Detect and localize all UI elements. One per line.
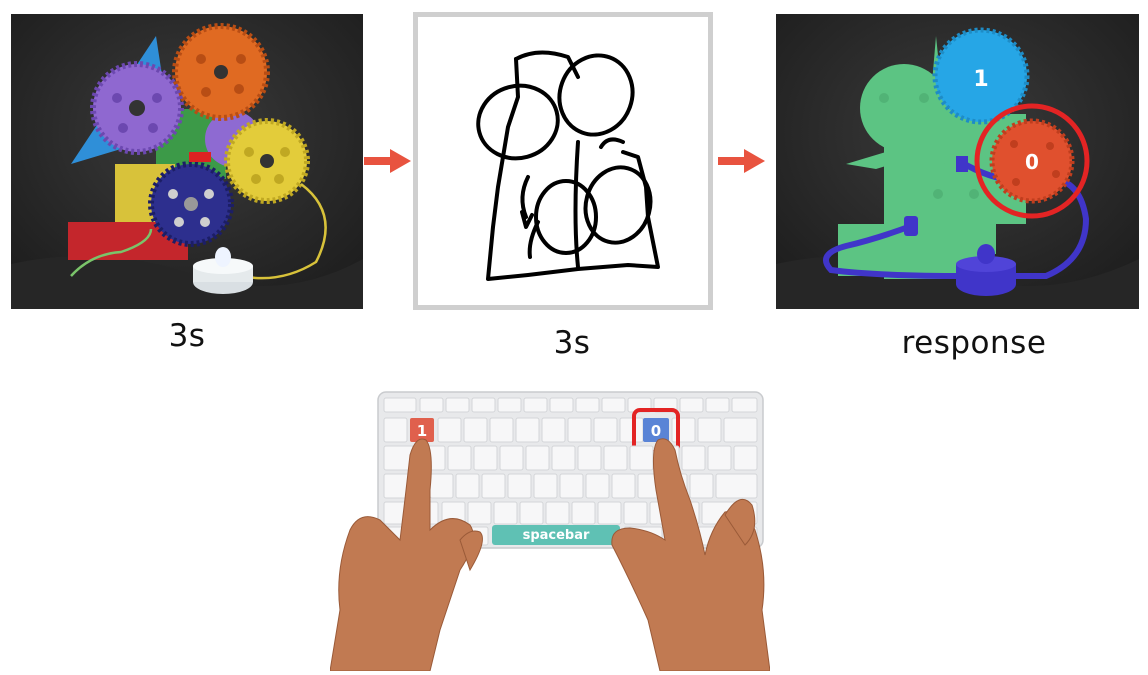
key-zero-label: 0 — [651, 422, 661, 440]
photo-caption: 3s — [168, 318, 206, 354]
arrow-right-icon — [718, 149, 765, 173]
highlight-circle — [974, 103, 1090, 219]
keyboard-illustration: 1 0 — [329, 380, 771, 672]
sketch-circle-top — [557, 53, 635, 137]
stimulus-photo — [11, 14, 363, 309]
sketch-circle-bottom-left — [534, 179, 598, 255]
sketch-outline — [486, 57, 660, 281]
sketch-top-block — [514, 50, 580, 79]
blue-gear-mask: 1 — [932, 27, 1030, 125]
yellow-wire — [240, 183, 327, 280]
purple-gear — [90, 61, 184, 155]
sketch-circle-bottom-right — [583, 165, 653, 245]
orange-gear — [172, 23, 270, 121]
spacebar-label: spacebar — [523, 528, 590, 543]
spacebar-key[interactable]: spacebar — [492, 525, 620, 545]
left-hand — [329, 438, 483, 672]
sketch-panel — [413, 12, 713, 310]
orange-gear-mask: 0 — [989, 118, 1075, 204]
key-one-label: 1 — [417, 422, 427, 440]
green-wire — [70, 228, 153, 277]
sketch-circle-left — [476, 83, 560, 161]
right-hand — [611, 438, 771, 672]
blue-gear-label: 1 — [973, 67, 988, 92]
yellow-gear — [224, 118, 310, 204]
response-caption: response — [901, 325, 1047, 361]
orange-gear-label: 0 — [1025, 150, 1039, 174]
arrow-right-icon — [364, 149, 411, 173]
response-panel: 1 0 — [776, 14, 1139, 309]
purple-light-mask — [956, 244, 1016, 296]
sketch-caption: 3s — [553, 325, 591, 361]
key-one[interactable]: 1 — [410, 418, 434, 442]
navy-gear — [148, 161, 234, 247]
